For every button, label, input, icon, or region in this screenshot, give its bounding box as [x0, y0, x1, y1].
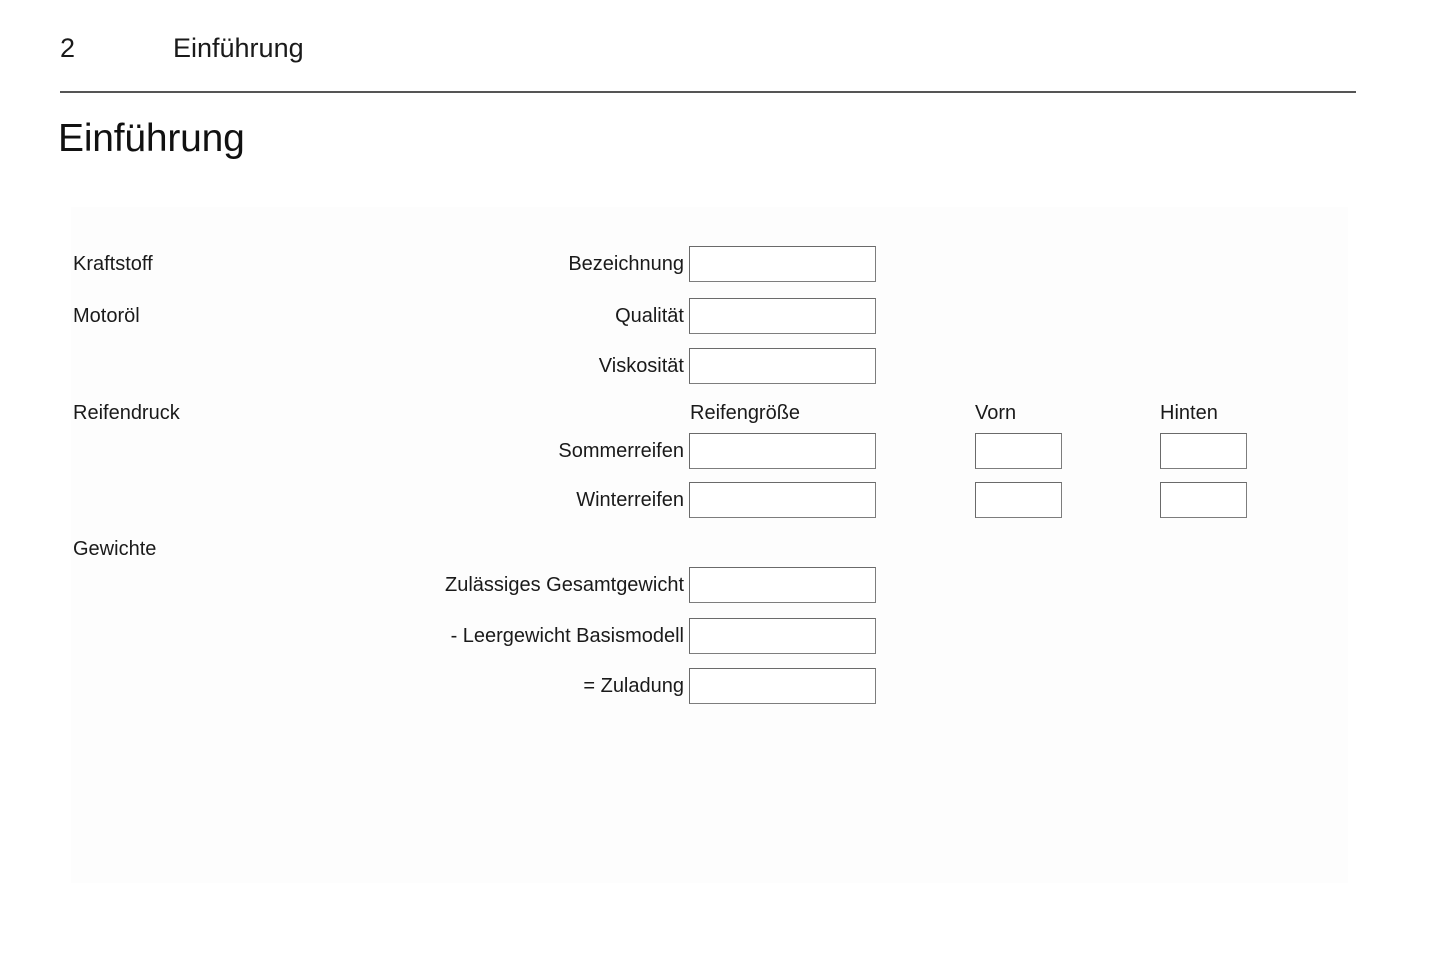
page-number: 2 [60, 33, 76, 63]
section-label-gewichte: Gewichte [73, 538, 157, 560]
page-header: 2 Einführung [60, 28, 1356, 72]
input-winterreifen-groesse[interactable] [689, 482, 876, 518]
section-label-motoroel: Motoröl [73, 305, 140, 327]
column-head-hinten: Hinten [1160, 402, 1218, 424]
cell-sommerreifen-hinten [1160, 433, 1247, 469]
label-viskositaet: Viskosität [598, 355, 684, 377]
row-zuladung: = Zuladung [583, 668, 876, 704]
section-label-reifendruck: Reifendruck [73, 402, 180, 424]
row-winterreifen: Winterreifen [576, 482, 876, 518]
label-zuladung: = Zuladung [583, 675, 684, 697]
row-sommerreifen: Sommerreifen [558, 433, 876, 469]
row-bezeichnung: Bezeichnung [568, 246, 876, 282]
row-leergewicht-basismodell: - Leergewicht Basismodell [451, 618, 876, 654]
cell-sommerreifen-vorn [975, 433, 1062, 469]
row-qualitaet: Qualität [615, 298, 876, 334]
row-zulaessiges-gesamtgewicht: Zulässiges Gesamtgewicht [445, 567, 876, 603]
input-sommerreifen-hinten[interactable] [1160, 433, 1247, 469]
input-winterreifen-vorn[interactable] [975, 482, 1062, 518]
input-viskositaet[interactable] [689, 348, 876, 384]
input-zuladung[interactable] [689, 668, 876, 704]
input-qualitaet[interactable] [689, 298, 876, 334]
input-winterreifen-hinten[interactable] [1160, 482, 1247, 518]
label-winterreifen: Winterreifen [576, 489, 684, 511]
label-bezeichnung: Bezeichnung [568, 253, 684, 275]
section-label-kraftstoff: Kraftstoff [73, 253, 153, 275]
input-bezeichnung[interactable] [689, 246, 876, 282]
input-leergewicht-basismodell[interactable] [689, 618, 876, 654]
column-head-reifengroesse: Reifengröße [690, 402, 801, 424]
cell-winterreifen-vorn [975, 482, 1062, 518]
label-sommerreifen: Sommerreifen [558, 440, 684, 462]
column-head-vorn: Vorn [975, 402, 1017, 424]
header-divider [60, 91, 1356, 93]
input-sommerreifen-vorn[interactable] [975, 433, 1062, 469]
input-zulaessiges-gesamtgewicht[interactable] [689, 567, 876, 603]
running-title: Einführung [173, 33, 304, 63]
cell-winterreifen-hinten [1160, 482, 1247, 518]
page-title: Einführung [58, 117, 245, 160]
label-zulaessiges-gesamtgewicht: Zulässiges Gesamtgewicht [445, 574, 684, 596]
input-sommerreifen-groesse[interactable] [689, 433, 876, 469]
row-viskositaet: Viskosität [599, 348, 876, 384]
label-qualitaet: Qualität [615, 305, 684, 327]
label-leergewicht-basismodell: - Leergewicht Basismodell [450, 625, 684, 647]
